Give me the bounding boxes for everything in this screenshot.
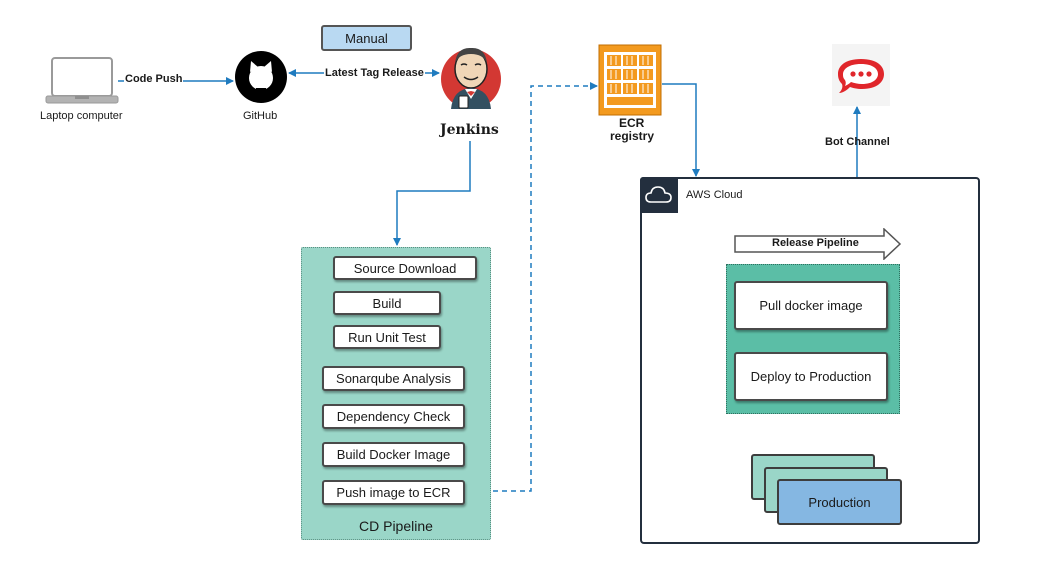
aws-cloud-title: AWS Cloud [686, 189, 743, 201]
github-icon [235, 51, 287, 103]
stage-build: Build [333, 291, 441, 315]
laptop-icon [45, 57, 119, 104]
stage-source-download: Source Download [333, 256, 477, 280]
stage-push-image-to-ecr: Push image to ECR [322, 480, 465, 505]
ecr-registry-icon [598, 44, 662, 116]
manual-trigger-box: Manual [321, 25, 412, 51]
step-deploy-to-production: Deploy to Production [734, 352, 888, 401]
stage-dependency-check: Dependency Check [322, 404, 465, 429]
production-box: Production [777, 479, 902, 525]
code-push-label: Code Push [124, 73, 184, 85]
cloud-icon [645, 186, 672, 203]
ecr-to-aws-arrow [662, 83, 700, 177]
aws-cloud-badge [640, 177, 678, 213]
ecr-label-line1: ECR [619, 116, 645, 130]
jenkins-to-pipeline-arrow [393, 141, 471, 246]
stage-sonarqube-analysis: Sonarqube Analysis [322, 366, 465, 391]
step-pull-docker-image: Pull docker image [734, 281, 888, 330]
stage-build-docker-image: Build Docker Image [322, 442, 465, 467]
latest-tag-label: Latest Tag Release [324, 67, 425, 79]
jenkins-icon [441, 47, 501, 109]
github-label: GitHub [243, 110, 278, 122]
release-pipeline-label: Release Pipeline [772, 237, 859, 249]
release-pipeline-arrow [734, 228, 902, 260]
rocket-chat-icon [832, 44, 890, 106]
stage-run-unit-test: Run Unit Test [333, 325, 441, 349]
jenkins-label: Jenkins [440, 122, 499, 138]
laptop-label: Laptop computer [40, 110, 123, 122]
bot-channel-label: Bot Channel [825, 136, 890, 148]
cd-pipeline-title: CD Pipeline [359, 518, 433, 534]
ecr-label-line2: registry [610, 129, 655, 143]
